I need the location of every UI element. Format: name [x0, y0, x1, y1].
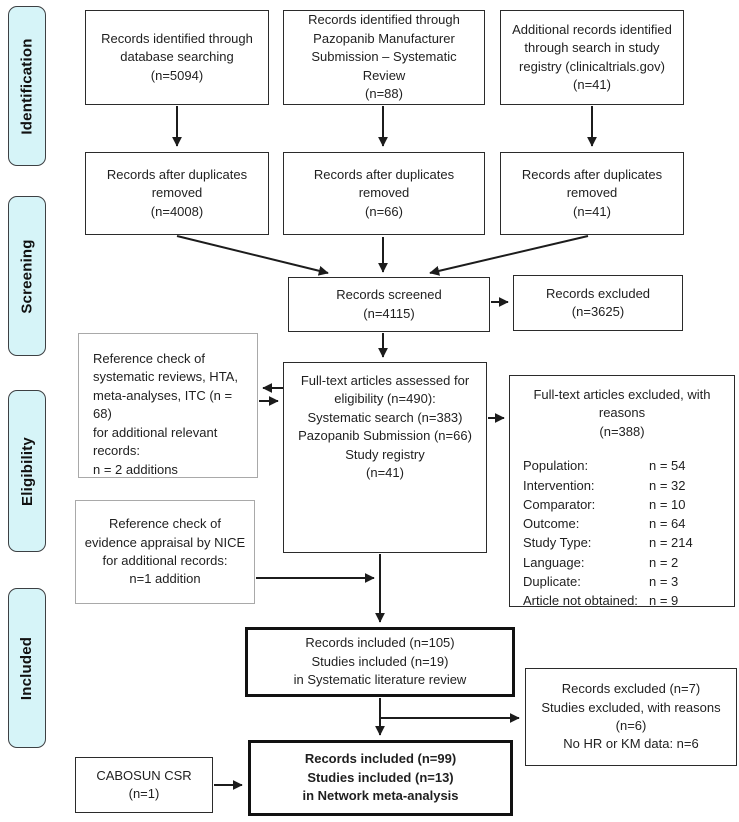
reason-value: n = 32: [649, 477, 686, 493]
box-records-screened-text: Records screened (n=4115): [336, 287, 442, 321]
box-duplicates-removed-registry: Records after duplicates removed (n=41): [500, 152, 684, 235]
box-ref-check-systematic-text: Reference check of systematic reviews, H…: [93, 351, 238, 477]
reason-label: Language:: [523, 554, 585, 570]
box-database-searching-text: Records identified through database sear…: [101, 30, 253, 83]
exclusion-reason-row: Intervention: n = 32: [523, 476, 734, 495]
reason-label: Comparator:: [523, 496, 596, 512]
box-ref-check-systematic: Reference check of systematic reviews, H…: [78, 333, 258, 478]
reason-value: n = 54: [649, 458, 686, 474]
arrow-dedup-db-to-screened: [176, 235, 329, 276]
box-cabosun-csr: CABOSUN CSR (n=1): [75, 757, 213, 813]
box-slr-included: Records included (n=105) Studies include…: [245, 627, 515, 697]
box-study-registry: Additional records identified through se…: [500, 10, 684, 105]
box-database-searching: Records identified through database sear…: [85, 10, 269, 105]
box-pazopanib-submission: Records identified through Pazopanib Man…: [283, 10, 485, 105]
exclusion-reason-row: Outcome: n = 64: [523, 514, 734, 533]
reason-value: n = 9: [649, 593, 679, 608]
box-studies-excluded: Records excluded (n=7) Studies excluded,…: [525, 668, 737, 766]
reason-label: Population:: [523, 458, 589, 474]
box-duplicates-removed-registry-text: Records after duplicates removed (n=41): [521, 166, 663, 219]
reason-label: Study Type:: [523, 535, 592, 551]
reason-label: Duplicate:: [523, 573, 581, 589]
exclusion-reason-row: Comparator: n = 10: [523, 495, 734, 514]
box-records-excluded: Records excluded (n=3625): [513, 275, 683, 331]
reason-label: Article not obtained:: [523, 593, 638, 608]
exclusion-reason-row: Article not obtained: n = 9: [523, 591, 734, 610]
box-studies-excluded-text: Records excluded (n=7) Studies excluded,…: [541, 681, 721, 752]
box-cabosun-csr-text: CABOSUN CSR (n=1): [96, 767, 192, 801]
stage-screening-label: Screening: [18, 238, 36, 314]
box-records-excluded-text: Records excluded (n=3625): [545, 285, 651, 319]
reason-label: Intervention:: [523, 477, 595, 493]
exclusion-reason-row: Study Type: n = 214: [523, 533, 734, 552]
box-nma-included: Records included (n=99) Studies included…: [248, 740, 513, 816]
reason-value: n = 214: [649, 535, 693, 551]
box-full-text-excluded: Full-text articles excluded, with reason…: [509, 375, 735, 610]
exclusion-reason-row: Duplicate: n = 3: [523, 572, 734, 591]
exclusion-reason-row: Population: n = 54: [523, 456, 734, 475]
stage-screening: Screening: [8, 196, 46, 356]
box-ref-check-nice-text: Reference check of evidence appraisal by…: [84, 516, 246, 587]
box-study-registry-text: Additional records identified through se…: [512, 21, 672, 92]
full-text-excluded-title: Full-text articles excluded, with reason…: [533, 387, 711, 439]
box-full-text-assessed-text: Full-text articles assessed for eligibil…: [298, 373, 472, 481]
reason-label: Outcome:: [523, 516, 580, 532]
box-duplicates-removed-db: Records after duplicates removed (n=4008…: [85, 152, 269, 235]
stage-identification: Identification: [8, 6, 46, 166]
stage-eligibility: Eligibility: [8, 390, 46, 552]
box-duplicates-removed-submission-text: Records after duplicates removed (n=66): [313, 166, 455, 219]
reason-value: n = 10: [649, 496, 686, 512]
reason-value: n = 3: [649, 573, 679, 589]
box-duplicates-removed-submission: Records after duplicates removed (n=66): [283, 152, 485, 235]
stage-identification-label: Identification: [18, 37, 36, 135]
box-full-text-assessed: Full-text articles assessed for eligibil…: [283, 362, 487, 553]
stage-included: Included: [8, 588, 46, 748]
box-duplicates-removed-db-text: Records after duplicates removed (n=4008…: [106, 166, 248, 219]
exclusion-reason-row: Language: n = 2: [523, 553, 734, 572]
box-slr-included-text: Records included (n=105) Studies include…: [293, 635, 467, 688]
arrow-dedup-registry-to-screened: [429, 235, 589, 276]
stage-included-label: Included: [18, 636, 36, 700]
box-records-screened: Records screened (n=4115): [288, 277, 490, 332]
box-pazopanib-submission-text: Records identified through Pazopanib Man…: [308, 12, 460, 102]
reason-value: n = 2: [649, 554, 679, 570]
exclusion-reasons-list: Population: n = 54 Intervention: n = 32 …: [510, 456, 734, 610]
stage-eligibility-label: Eligibility: [18, 436, 36, 506]
box-ref-check-nice: Reference check of evidence appraisal by…: [75, 500, 255, 604]
box-nma-included-text: Records included (n=99) Studies included…: [302, 751, 459, 804]
reason-value: n = 64: [649, 516, 686, 532]
